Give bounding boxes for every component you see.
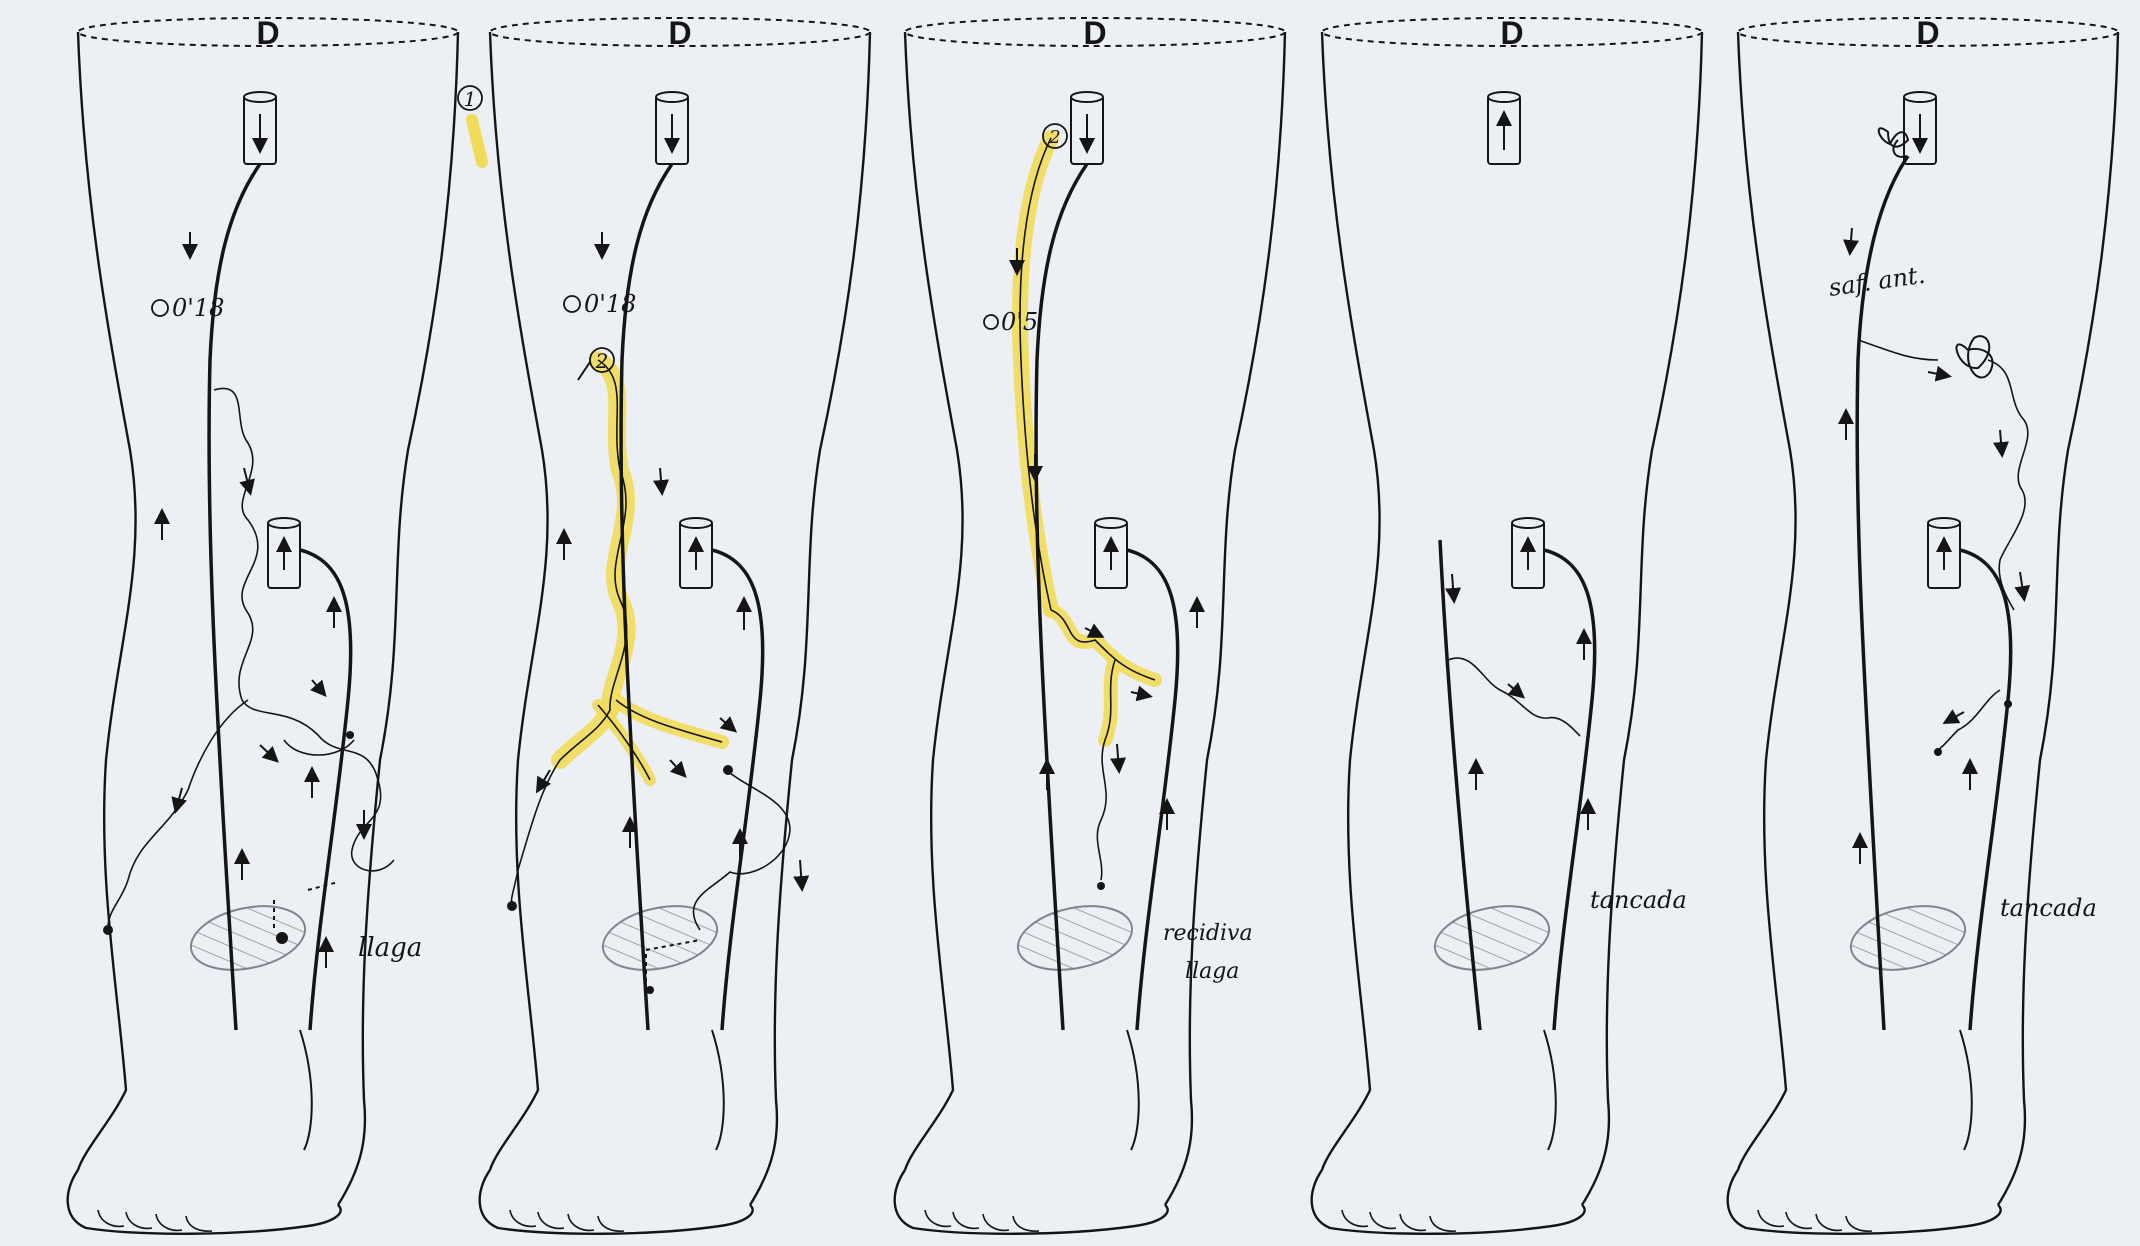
side-label: D xyxy=(668,15,691,51)
side-label: D xyxy=(256,15,279,51)
leg-3: D 2 0'5 recidiva llaga xyxy=(895,15,1285,1234)
ulcer-label: llaga xyxy=(1185,959,1239,984)
ulcer-label-recurrence: recidiva xyxy=(1163,921,1253,946)
measure-label: 0'18 xyxy=(584,290,636,318)
side-label: D xyxy=(1500,15,1523,51)
side-label: D xyxy=(1916,15,1939,51)
measure-label: 0'5 xyxy=(1001,308,1038,336)
measure-label: 0'18 xyxy=(172,294,224,322)
leg-5: D saf. ant. tancada xyxy=(1728,15,2118,1234)
leg-2: D 1 2 0'18 xyxy=(458,15,870,1234)
side-label: D xyxy=(1083,15,1106,51)
mid-marker: 2 xyxy=(595,349,609,373)
leg-1: D 0'18 llaga xyxy=(68,15,458,1234)
top-marker: 2 xyxy=(1048,127,1060,148)
leg-4: D tancada xyxy=(1312,15,1702,1234)
vein-label: saf. ant. xyxy=(1827,261,1927,302)
top-marker: 1 xyxy=(464,87,477,111)
ulcer-label: llaga xyxy=(358,933,422,963)
ulcer-label: tancada xyxy=(2000,894,2097,922)
ulcer-label: tancada xyxy=(1590,886,1687,914)
